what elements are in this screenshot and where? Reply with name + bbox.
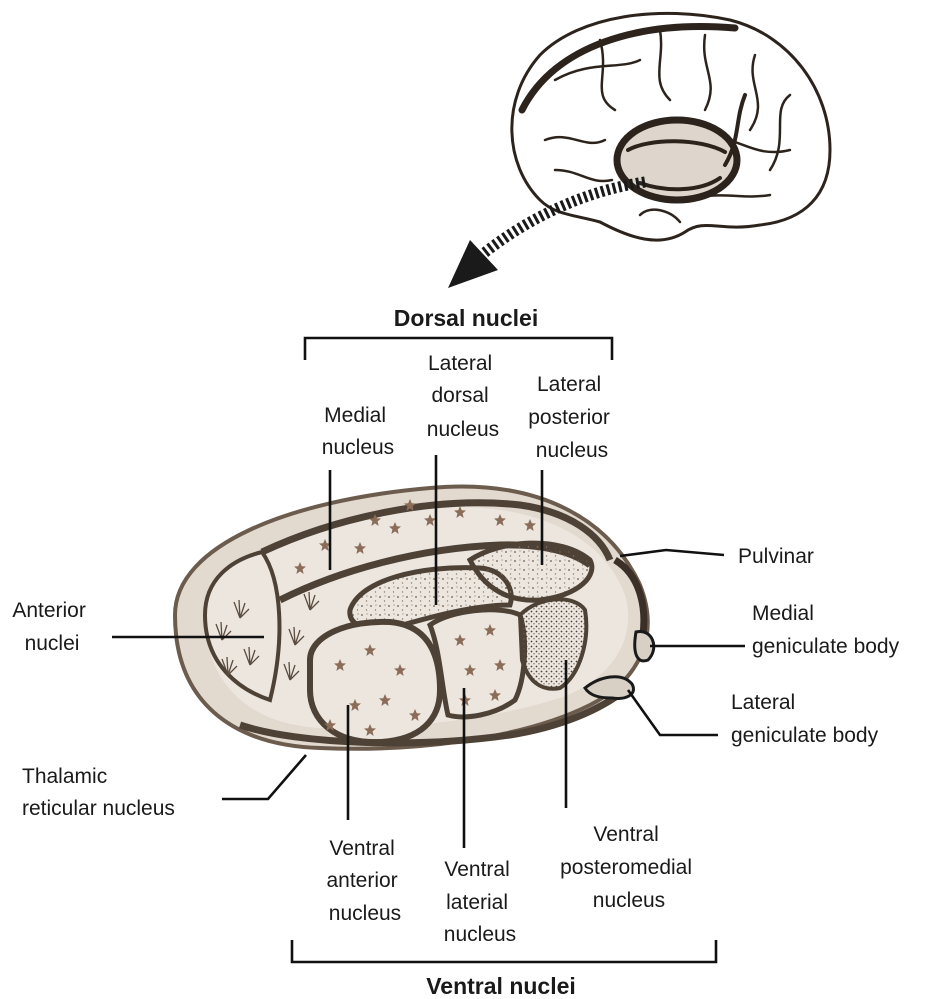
label-medial-geniculate-body: Medial geniculate body bbox=[752, 602, 900, 658]
label-thalamic-reticular-nucleus: Thalamic reticular nucleus bbox=[22, 765, 175, 820]
leader-lateral-geniculate bbox=[628, 690, 718, 735]
thalamus-illustration bbox=[175, 487, 654, 749]
dorsal-nuclei-header: Dorsal nuclei bbox=[394, 305, 538, 331]
label-lateral-geniculate-body: Lateral geniculate body bbox=[731, 691, 879, 747]
leader-pulvinar bbox=[620, 550, 724, 556]
pointer-arrow bbox=[448, 182, 645, 288]
leader-reticular bbox=[222, 755, 306, 799]
label-lateral-dorsal-nucleus: Lateral dorsal nucleus bbox=[427, 352, 499, 441]
label-medial-nucleus: Medial nucleus bbox=[322, 404, 394, 459]
label-anterior-nuclei: Anterior nuclei bbox=[12, 599, 91, 655]
label-ventral-posteromedial-nucleus: Ventral posteromedial nucleus bbox=[560, 823, 698, 912]
label-pulvinar: Pulvinar bbox=[738, 545, 814, 568]
ventral-nuclei-header: Ventral nuclei bbox=[426, 973, 576, 999]
brain-sketch bbox=[512, 13, 830, 240]
label-lateral-posterior-nucleus: Lateral posterior nucleus bbox=[528, 373, 616, 462]
label-ventral-laterial-nucleus: Ventral laterial nucleus bbox=[444, 858, 516, 946]
label-ventral-anterior-nucleus: Ventral anterior nucleus bbox=[326, 837, 403, 925]
